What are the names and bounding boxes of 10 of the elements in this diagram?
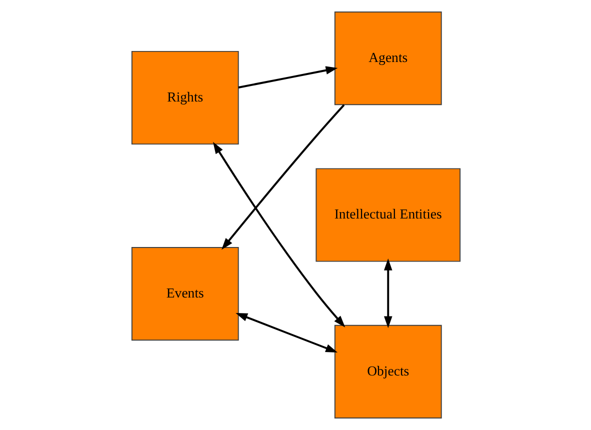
arrow	[238, 66, 338, 88]
arrow	[383, 258, 392, 328]
arrow	[212, 142, 345, 328]
arrow	[235, 313, 338, 352]
node-box: Objects	[334, 324, 442, 418]
node-box: Agents	[334, 12, 442, 106]
node-box: Intellectual Entities	[315, 168, 460, 262]
node-box: Rights	[130, 50, 238, 145]
node-box: Events	[130, 247, 238, 341]
arrow	[221, 104, 344, 250]
